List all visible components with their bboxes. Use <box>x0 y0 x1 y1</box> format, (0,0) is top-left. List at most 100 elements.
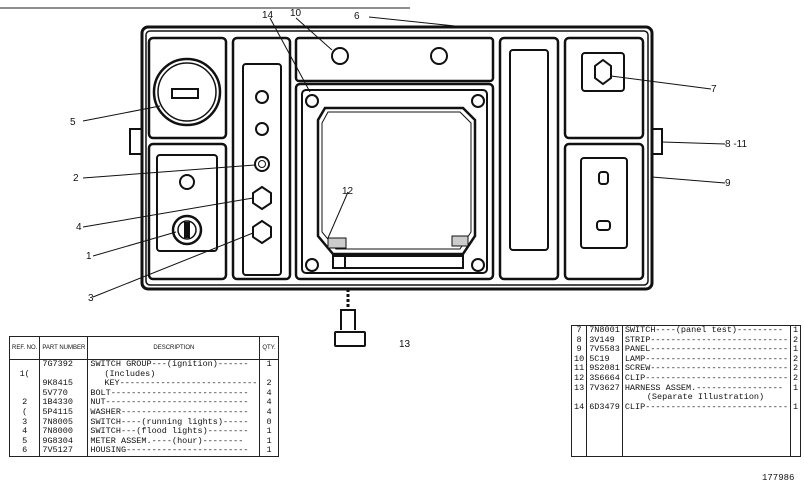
callout-1: 1 <box>86 251 92 262</box>
header-ref: REF. NO. <box>8 336 41 360</box>
callout-5: 5 <box>70 117 76 128</box>
callout-14: 14 <box>262 10 274 21</box>
right-tab <box>651 128 663 155</box>
qty-cell: 4 <box>259 407 279 418</box>
leader-lines <box>82 16 726 298</box>
part-number-cell: 1B4330 <box>39 398 89 408</box>
qty-cell: 1 <box>259 427 279 437</box>
gauge-bay <box>294 82 495 281</box>
table-row: 1((Includes) <box>8 369 279 380</box>
ref-cell <box>8 388 41 399</box>
qty-cell: 2 <box>790 354 802 365</box>
ref-cell: 4 <box>8 427 41 437</box>
left-tab <box>129 128 143 155</box>
description-cell: HOUSING------------------------ <box>87 445 261 457</box>
part-number-cell: 7N8000 <box>39 427 89 437</box>
qty-cell: 1 <box>259 445 279 457</box>
qty-cell: 1 <box>259 359 279 370</box>
part-number-cell: 6D3479 <box>586 402 623 413</box>
callout-4: 4 <box>76 222 82 233</box>
callout-2: 2 <box>73 173 79 184</box>
gauge-screw-tr <box>471 94 485 108</box>
callout-6: 6 <box>354 11 360 22</box>
ref-cell: 6 <box>8 445 41 457</box>
ref-cell: ( <box>8 407 41 418</box>
part-number-cell: 7G7392 <box>39 359 89 370</box>
switch-bay <box>231 36 292 281</box>
harness-connector-neck <box>340 309 356 330</box>
ref-cell: 14 <box>570 402 588 413</box>
clip-right <box>451 235 469 247</box>
lower-right-plate <box>580 157 628 249</box>
ref-cell: 5 <box>8 436 41 447</box>
gauge-window <box>316 106 477 256</box>
qty-cell: 1 <box>790 345 802 355</box>
table-row <box>570 412 802 457</box>
lamp-bar <box>294 36 495 83</box>
part-number-cell: 9K8415 <box>39 379 89 389</box>
qty-cell <box>790 412 802 457</box>
indicator-3-inner <box>258 160 266 168</box>
clip-left <box>327 237 347 249</box>
ref-cell <box>570 393 588 403</box>
housing-inner-outline <box>145 30 649 286</box>
qty-cell: 2 <box>790 335 802 346</box>
parts-table-left: REF. NO. PART NUMBER DESCRIPTION QTY. 7G… <box>8 336 279 457</box>
callout-7: 7 <box>711 84 717 95</box>
ref-cell: 3 <box>8 417 41 428</box>
qty-cell: 4 <box>259 398 279 408</box>
part-number-cell: 9G8304 <box>39 436 89 447</box>
table-row: (Separate Illustration) <box>570 393 802 403</box>
part-number-cell: 5V770 <box>39 388 89 399</box>
bottom-strip <box>332 255 464 269</box>
part-number-cell <box>39 369 89 380</box>
qty-cell <box>259 369 279 380</box>
qty-cell: 2 <box>259 379 279 389</box>
ref-cell <box>8 379 41 389</box>
qty-cell: 1 <box>259 436 279 447</box>
switch-strip <box>242 63 282 276</box>
qty-cell: 0 <box>259 417 279 428</box>
ref-cell: 11 <box>570 364 588 374</box>
qty-cell: 1 <box>790 383 802 394</box>
indicator-2 <box>255 122 269 136</box>
qty-cell: 1 <box>790 402 802 413</box>
qty-cell: 2 <box>790 373 802 384</box>
part-number-cell: 7V3627 <box>586 383 623 394</box>
callout-12: 12 <box>342 186 354 197</box>
ref-cell: 9 <box>570 345 588 355</box>
harness-connector <box>334 331 366 347</box>
ref-cell: 7 <box>570 325 588 336</box>
test-switch-bay <box>563 36 645 140</box>
blank-bay <box>498 36 560 281</box>
ignition-switch <box>171 214 203 246</box>
part-number-cell: 7N8005 <box>39 417 89 428</box>
callout-10: 10 <box>290 8 302 19</box>
housing-outline <box>140 25 654 291</box>
lamp-right <box>430 47 448 65</box>
hour-meter-rim <box>157 62 217 122</box>
part-number-cell: 7V5127 <box>39 445 89 457</box>
gauge-window-inner <box>321 111 472 250</box>
running-light-switch <box>252 219 272 245</box>
lamp-hole <box>179 174 195 190</box>
slot-upper <box>598 171 609 185</box>
callout-13: 13 <box>399 339 411 350</box>
panel-test-switch <box>594 58 612 86</box>
ignition-plate <box>156 154 218 252</box>
hour-meter-window <box>171 88 199 99</box>
key-slot <box>184 222 190 238</box>
